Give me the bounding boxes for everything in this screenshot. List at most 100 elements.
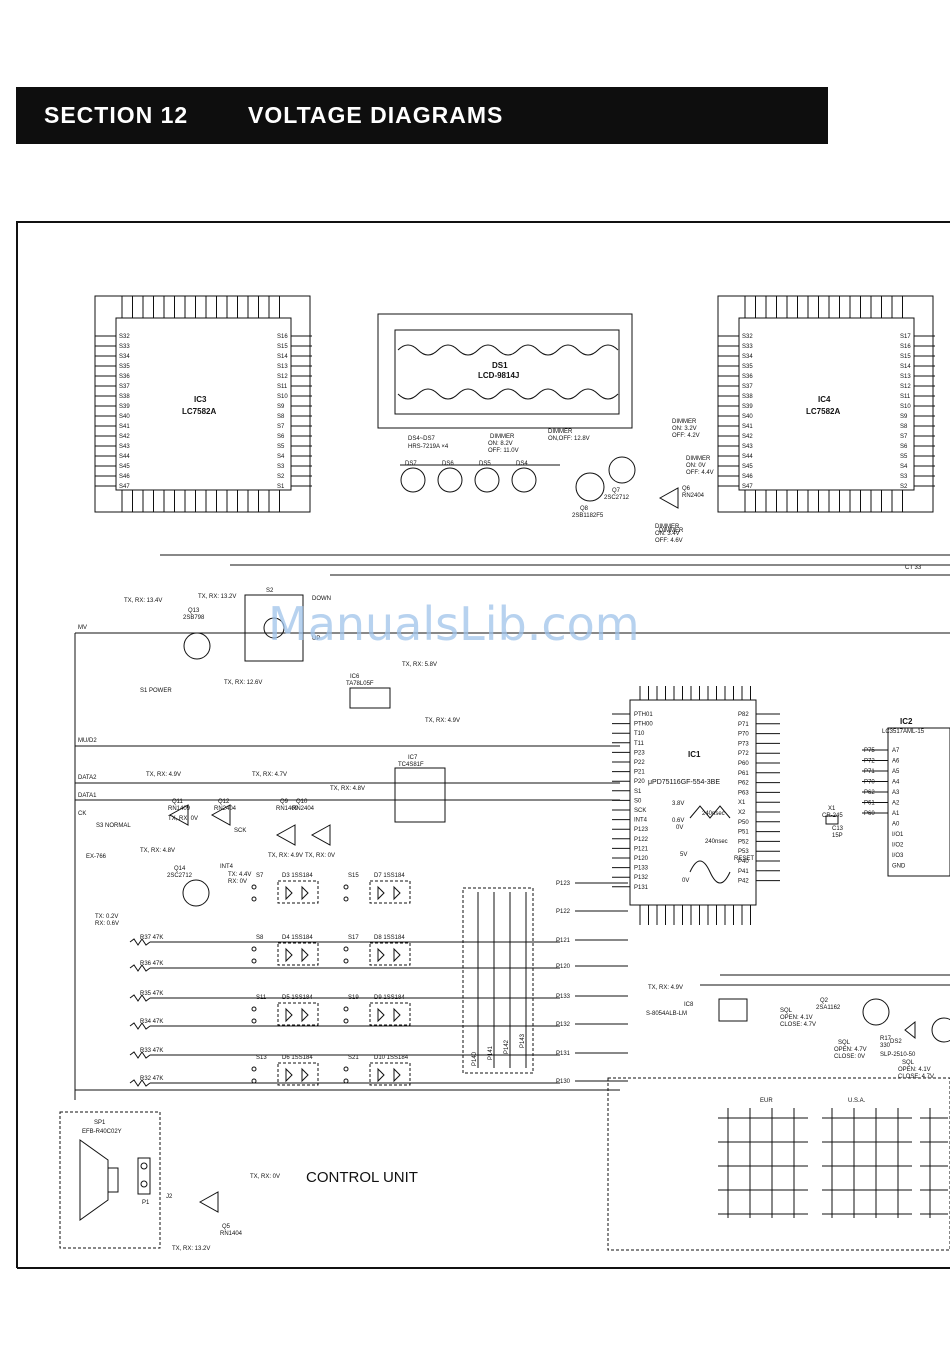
pin-label: S35 <box>742 364 753 370</box>
pin-label: S10 <box>277 394 288 400</box>
pin-label: X2 <box>738 810 746 816</box>
svg-text:EX-766: EX-766 <box>86 854 107 860</box>
resistor-label: R32 47K <box>140 1076 163 1082</box>
pin-label: A1 <box>892 811 900 817</box>
ic3-ref: IC3 <box>194 395 207 404</box>
ic4-part: LC7582A <box>806 407 840 416</box>
pin-label: S7 <box>900 434 908 440</box>
ic8-reset: IC8 S-8054ALB-LM <box>646 998 748 1022</box>
pin-label: S9 <box>900 414 908 420</box>
pin-label: S2 <box>900 484 908 490</box>
lamp-label: DS5 <box>479 461 491 467</box>
pin-label: S9 <box>277 404 285 410</box>
svg-text:RESET: RESET <box>734 856 754 862</box>
transistor-q8: Q8 2SB1182F5 <box>572 472 605 519</box>
svg-text:TX, RX: 0V: TX, RX: 0V <box>305 853 335 859</box>
hrs-label: HRS-7219A ×4 <box>408 444 449 450</box>
switch-contact <box>343 958 349 964</box>
pin-label: X1 <box>738 800 746 806</box>
switch-contact <box>343 1006 349 1012</box>
svg-text:ON: 3.4V: ON: 3.4V <box>655 531 680 537</box>
svg-text:OPEN: 4.1V: OPEN: 4.1V <box>780 1015 813 1021</box>
pin-label: S11 <box>900 394 911 400</box>
lamp-ds5 <box>474 467 500 493</box>
lamp-label: DS7 <box>405 461 417 467</box>
pin-label: P72 <box>864 759 875 765</box>
pin-label: A7 <box>892 748 900 754</box>
ds-range-label: DS4~DS7 <box>408 436 436 442</box>
pin-label: T11 <box>634 741 645 747</box>
pin-label: S40 <box>742 414 753 420</box>
svg-text:Q13: Q13 <box>188 608 200 614</box>
svg-text:C13: C13 <box>832 826 844 832</box>
svg-text:UP: UP <box>312 636 320 642</box>
pin-label: P73 <box>738 741 749 747</box>
svg-text:J2: J2 <box>166 1194 173 1200</box>
svg-text:ON: 0V: ON: 0V <box>686 463 706 469</box>
svg-text:Q14: Q14 <box>174 866 186 872</box>
svg-text:U.S.A.: U.S.A. <box>848 1098 866 1104</box>
pin-label: S36 <box>119 374 130 380</box>
ic2-memory: IC2 LC3517AML-15 P75P72P71P70P62P61P60A7… <box>862 717 950 877</box>
diode-label: D7 1SS184 <box>374 873 405 879</box>
pin-label: S46 <box>119 474 130 480</box>
switch-label: S21 <box>348 1055 359 1061</box>
pin-label: I/O1 <box>892 832 904 838</box>
svg-text:IC1: IC1 <box>688 750 701 759</box>
pin-label: P75 <box>864 748 875 754</box>
diode-symbol <box>393 885 401 901</box>
resistor-label: R37 47K <box>140 935 163 941</box>
diode-pair <box>369 1062 411 1086</box>
svg-text:2SA1162: 2SA1162 <box>816 1005 841 1011</box>
label-13-2v: TX, RX: 13.2V <box>198 594 236 600</box>
pin-label: A3 <box>892 790 900 796</box>
signal-rails <box>74 554 950 1100</box>
resistor-symbol <box>129 1079 151 1087</box>
pin-label: P70 <box>864 780 875 786</box>
pin-label: S42 <box>742 434 753 440</box>
pin-label: P71 <box>738 722 749 728</box>
svg-text:IC7: IC7 <box>408 755 418 761</box>
diode-pair <box>369 942 411 966</box>
pin-label: P132 <box>634 875 649 881</box>
pin-label: S39 <box>119 404 130 410</box>
svg-text:EUR: EUR <box>760 1098 773 1104</box>
svg-text:Q11: Q11 <box>172 799 184 805</box>
switch-contact <box>343 896 349 902</box>
svg-text:2SC2712: 2SC2712 <box>167 873 193 879</box>
pin-label: P72 <box>738 751 749 757</box>
pin-label: P61 <box>864 801 875 807</box>
ic3-chip: S32S33S34S35S36S37S38S39S40S41S42S43S44S… <box>94 295 312 513</box>
pin-label: A2 <box>892 801 900 807</box>
svg-text:Q6: Q6 <box>682 486 691 492</box>
switch-contact <box>251 958 257 964</box>
pin-label: INT4 <box>634 818 648 824</box>
svg-text:RN1409: RN1409 <box>276 806 299 812</box>
svg-text:DATA2: DATA2 <box>78 775 97 781</box>
svg-text:2SC2712: 2SC2712 <box>604 495 630 501</box>
svg-text:SQL: SQL <box>902 1060 915 1066</box>
diode-symbol <box>393 947 401 963</box>
diode-symbol <box>377 1067 385 1083</box>
pin-label: S3 <box>277 464 285 470</box>
pin-label: S37 <box>119 384 130 390</box>
pin-label: S3 <box>900 474 908 480</box>
pin-label: S39 <box>742 404 753 410</box>
transistor-q5: Q5 RN1404 <box>198 1191 243 1237</box>
pin-label: P23 <box>634 750 645 756</box>
svg-text:SQL: SQL <box>838 1040 851 1046</box>
pin-label: T10 <box>634 731 645 737</box>
pin-label: P40 <box>738 859 749 865</box>
port-label: P122 <box>556 909 571 915</box>
pin-label: S42 <box>119 434 130 440</box>
resistor-symbol <box>129 994 151 1002</box>
diode-label: D10 1SS184 <box>374 1055 409 1061</box>
pin-label: P122 <box>634 837 649 843</box>
diode-symbol <box>285 947 293 963</box>
switch-label: S7 <box>256 873 264 879</box>
ds1-lcd: DS1 LCD-9814J <box>377 313 633 429</box>
lamp-ds7 <box>400 467 426 493</box>
ic7-gate: IC7 TC4S81F <box>394 755 446 823</box>
pin-label: S8 <box>900 424 908 430</box>
